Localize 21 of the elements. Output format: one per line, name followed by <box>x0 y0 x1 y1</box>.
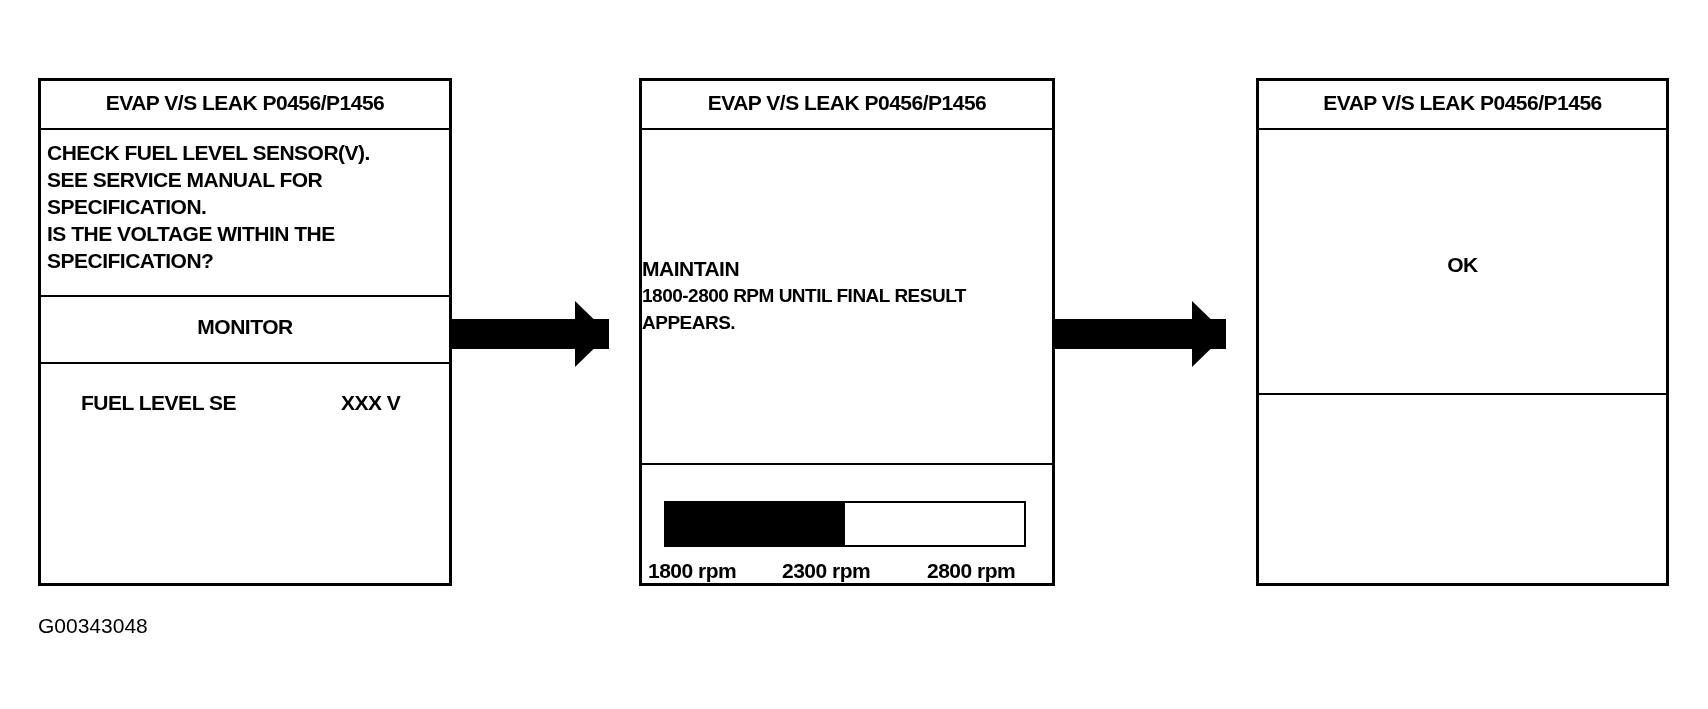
scan-tool-screen <box>639 78 1055 586</box>
figure-code: G00343048 <box>38 614 148 638</box>
parameter-name: FUEL LEVEL SE <box>81 390 237 416</box>
arrow <box>1055 301 1226 367</box>
arrow <box>452 301 609 367</box>
scale-label: 1800 rpm <box>648 558 738 584</box>
scale-label: 2300 rpm <box>782 558 872 584</box>
instruction-text: 1800-2800 RPM UNTIL FINAL RESULT APPEARS. <box>642 284 968 335</box>
screen-title: EVAP V/S LEAK P0456/P1456 <box>104 90 386 116</box>
instruction-text: MAINTAIN <box>642 256 741 282</box>
scan-tool-screen <box>1256 78 1669 586</box>
instruction-text: SEE SERVICE MANUAL FOR SPECIFICATION. <box>47 167 324 220</box>
question-text: IS THE VOLTAGE WITHIN THE SPECIFICATION? <box>47 221 336 274</box>
screen-title: EVAP V/S LEAK P0456/P1456 <box>706 90 988 116</box>
status-text: OK <box>1446 252 1479 278</box>
instruction-text: CHECK FUEL LEVEL SENSOR(V). <box>47 140 371 166</box>
scale-label: 2800 rpm <box>927 558 1017 584</box>
parameter-value: XXX V <box>341 390 402 416</box>
scan-tool-screen <box>38 78 452 586</box>
screen-title: EVAP V/S LEAK P0456/P1456 <box>1322 90 1603 116</box>
section-heading: MONITOR <box>196 314 294 340</box>
